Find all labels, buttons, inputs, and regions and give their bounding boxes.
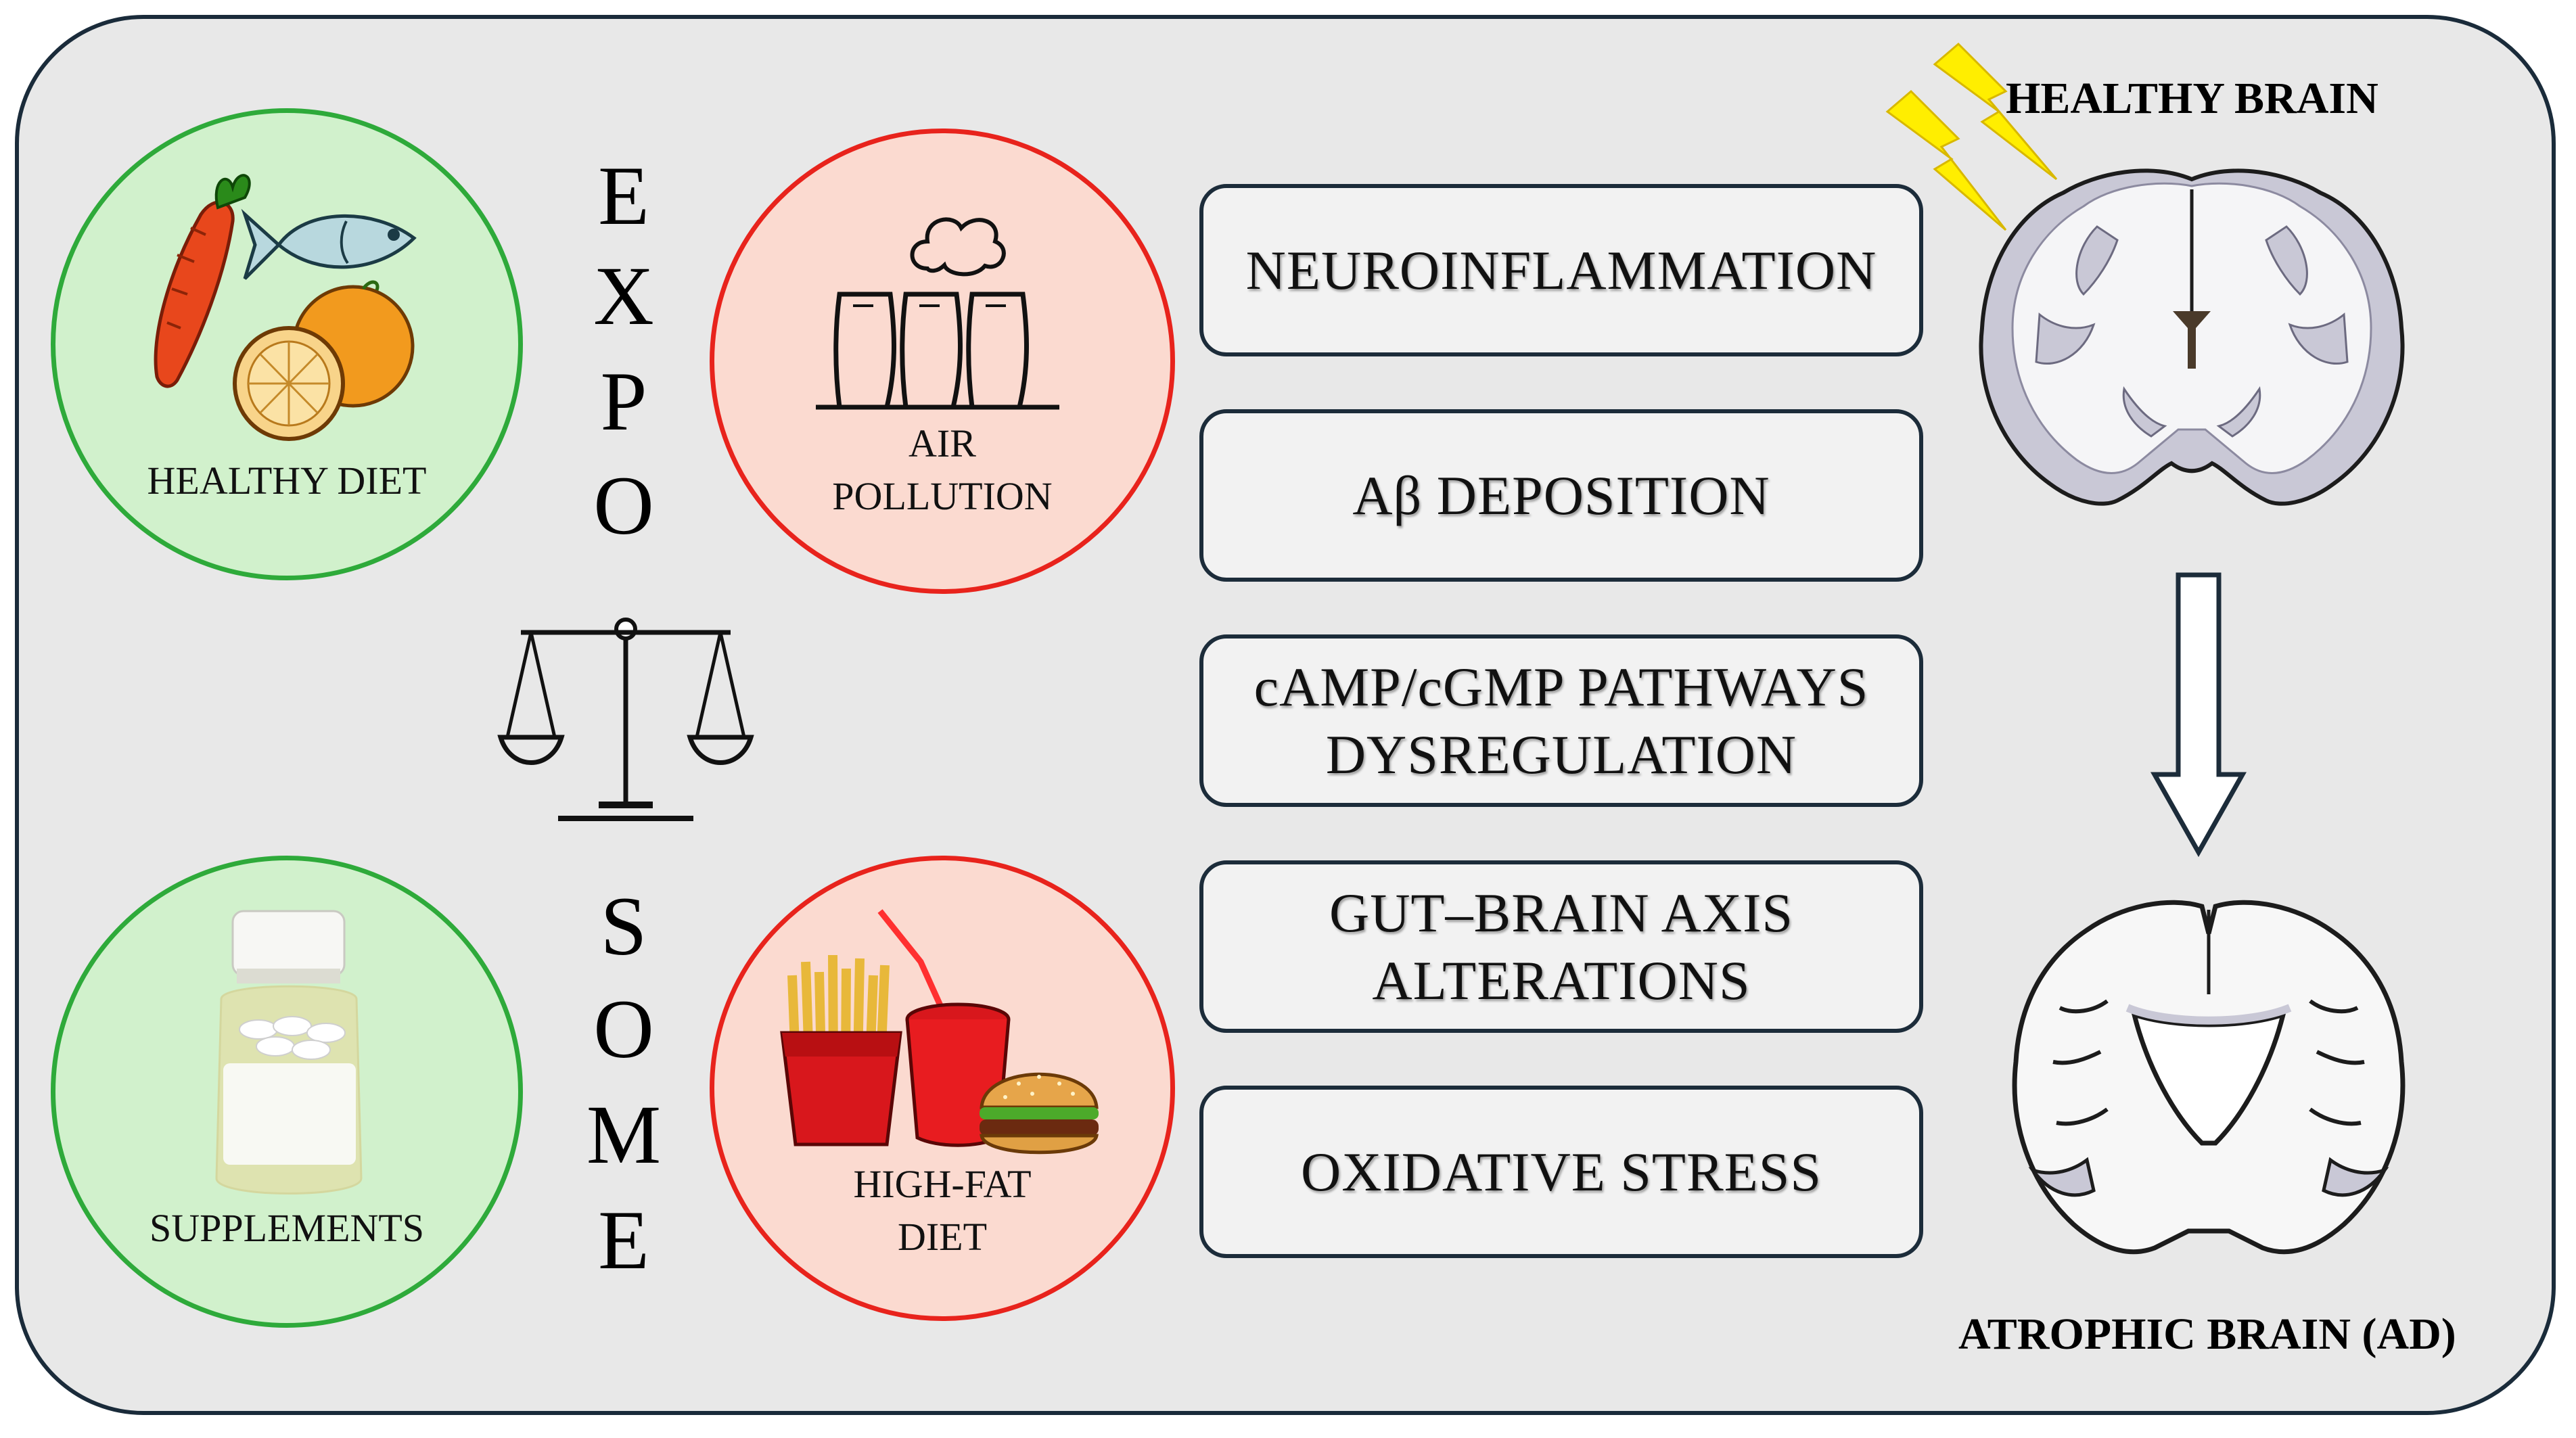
carrot-icon [154, 174, 251, 388]
fries-icon [780, 954, 902, 1146]
high-fat-diet-label: HIGH-FAT DIET [714, 1158, 1170, 1263]
air-pollution-label-line2: POLLUTION [832, 474, 1053, 518]
factory-chimney-icon [816, 217, 1059, 410]
fast-food-icon [780, 909, 1099, 1155]
healthy-brain-label: HEALTHY BRAIN [2006, 74, 2378, 123]
exposome-letter-s: S [600, 880, 647, 973]
supplements-label: SUPPLEMENTS [149, 1206, 425, 1250]
exposome-letter-o2: O [593, 983, 654, 1075]
mechanism-box-neuroinflammation: NEUROINFLAMMATION [1199, 184, 1923, 356]
supplements-circle: SUPPLEMENTS [51, 856, 523, 1328]
mechanism-line: Aβ DEPOSITION [1352, 464, 1770, 526]
atrophic-brain-icon [2012, 900, 2406, 1255]
high-fat-diet-label-line1: HIGH-FAT [853, 1162, 1032, 1206]
fish-icon [241, 208, 417, 280]
air-pollution-label-line1: AIR [908, 421, 976, 465]
balance-scale-icon [497, 618, 754, 821]
down-arrow-icon [2150, 572, 2247, 858]
healthy-brain-icon [1979, 168, 2405, 506]
exposome-letter-m: M [586, 1088, 662, 1181]
exposome-letter-x: X [593, 250, 654, 342]
high-fat-diet-circle: HIGH-FAT DIET [710, 856, 1175, 1321]
air-pollution-label: AIR POLLUTION [714, 417, 1170, 523]
mechanism-box-abeta-deposition: Aβ DEPOSITION [1199, 409, 1923, 582]
mechanism-line2: DYSREGULATION [1325, 723, 1797, 785]
burger-icon [980, 1072, 1099, 1155]
high-fat-diet-label-line2: DIET [897, 1215, 988, 1259]
mechanism-line: cAMP/cGMP PATHWAYS [1254, 655, 1869, 718]
mechanism-line: GUT–BRAIN AXIS [1329, 881, 1793, 944]
supplement-bottle-icon [215, 910, 363, 1195]
exposome-letter-e2: E [598, 1194, 649, 1286]
mechanism-line2: ALTERATIONS [1372, 949, 1751, 1011]
air-pollution-circle: AIR POLLUTION [710, 129, 1175, 594]
mechanism-line: OXIDATIVE STRESS [1301, 1140, 1822, 1203]
healthy-food-icon [154, 174, 417, 441]
exposome-letter-o: O [593, 459, 654, 552]
atrophic-brain-label: ATROPHIC BRAIN (AD) [1958, 1309, 2456, 1359]
healthy-diet-label: HEALTHY DIET [147, 459, 427, 503]
mechanism-line: NEUROINFLAMMATION [1245, 239, 1877, 301]
exposome-letter-p: P [600, 355, 647, 448]
healthy-diet-circle: HEALTHY DIET [51, 108, 523, 580]
orange-icon [233, 280, 415, 441]
lightning-icon [1885, 42, 2058, 231]
exposome-letter-e: E [598, 149, 649, 242]
mechanism-box-oxidative-stress: OXIDATIVE STRESS [1199, 1086, 1923, 1258]
